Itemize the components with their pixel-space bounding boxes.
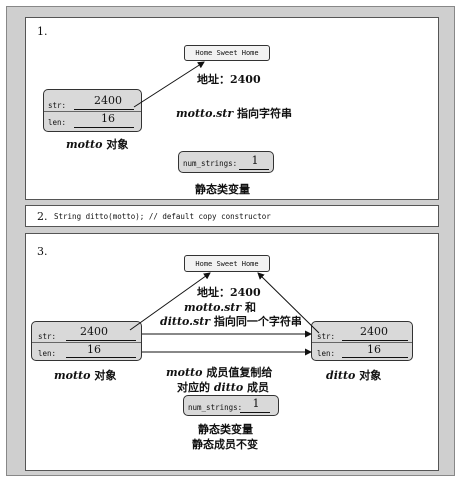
num-strings-underline-3 [240,412,270,413]
motto-str-label: str: [48,101,67,110]
panel-2-number: 2. [37,210,48,223]
motto-str-label-3: str: [38,332,57,341]
static-caption-3-line-2: 静态成员不变 [192,438,258,451]
copy-caption-text-1: 成员值复制给 [202,366,273,379]
ditto-str-label: str: [317,332,336,341]
motto-object-caption: motto 对象 [66,136,128,152]
pointer-caption: motto.str 指向字符串 [176,105,292,121]
num-strings-underline [239,169,269,170]
copy-caption-var-2: ditto [213,381,244,394]
shared-caption-text-1: 和 [241,301,257,314]
motto-len-label-3: len: [38,349,57,358]
ditto-len-underline [342,357,408,358]
motto-str-value: 2400 [94,94,122,107]
static-var-box: num_strings: 1 [178,151,274,173]
panel-1-arrows [133,61,205,108]
panel-3-string-box: Home Sweet Home [184,255,270,272]
num-strings-value-3: 1 [252,397,260,410]
motto-caption-var: motto [66,138,103,151]
num-strings-value: 1 [251,154,259,167]
motto-len-underline [74,127,134,128]
figure-frame: 1. Home Sweet Home 地址：2400 str: 2400 len… [6,6,455,476]
static-var-box-3: num_strings: 1 [183,395,279,416]
copy-caption-var-1: motto [166,366,203,379]
motto-len-underline-3 [66,357,136,358]
shared-caption-var-1: motto.str [184,301,242,314]
motto-str-underline [74,109,134,110]
motto-object-box-copy: str: 2400 len: 16 [31,321,142,361]
ditto-object-box: str: 2400 len: 16 [311,321,413,361]
num-strings-label: num_strings: [183,159,238,168]
pointer-caption-text: 指向字符串 [233,107,293,120]
ditto-caption-var: ditto [326,369,356,382]
panel-1: 1. Home Sweet Home 地址：2400 str: 2400 len… [25,17,439,200]
shared-caption-var-2: ditto.str [160,315,211,328]
static-var-caption: 静态类变量 [195,183,250,196]
motto-caption-suffix-3: 对象 [90,369,117,382]
copy-caption-suffix-2: 成员 [243,381,270,394]
motto-str-pointer-arrow [133,61,205,108]
motto-object-caption-3: motto 对象 [54,367,116,383]
shared-caption-text-2: 指向同一个字符串 [210,315,302,328]
motto-caption-suffix: 对象 [102,138,129,151]
static-caption-3-line-1: 静态类变量 [198,423,253,436]
panel-3-number: 3. [37,245,48,258]
panel-2: 2. String ditto(motto); // default copy … [25,205,439,227]
panel-1-address-label: 地址：2400 [197,73,261,86]
ditto-object-caption: ditto 对象 [326,367,381,383]
pointer-caption-var: motto.str [176,107,234,120]
copy-constructor-code: String ditto(motto); // default copy con… [54,212,271,221]
shared-pointer-caption-1: motto.str 和 [184,299,256,315]
motto-len-value: 16 [101,112,115,125]
motto-len-value-3: 16 [87,343,101,356]
num-strings-label-3: num_strings: [188,403,243,412]
ditto-str-underline [342,340,408,341]
ditto-to-string-arrow [257,272,320,334]
copy-caption-1: motto 成员值复制给 [166,364,272,380]
ditto-str-value: 2400 [360,325,388,338]
ditto-caption-suffix: 对象 [355,369,382,382]
copy-caption-2: 对应的 ditto 成员 [177,379,269,395]
panel-1-string-box: Home Sweet Home [184,45,270,61]
motto-to-string-arrow [129,272,211,331]
ditto-len-value: 16 [367,343,381,356]
ditto-field-divider [312,342,412,343]
panel-3-address-label: 地址：2400 [197,286,261,299]
panel-3: 3. Home Sweet Home 地址：2400 motto.str 和 d… [25,233,439,471]
panel-3-arrows [129,272,320,356]
motto-field-divider [44,111,141,112]
motto-object-box: str: 2400 len: 16 [43,89,142,132]
motto-caption-var-3: motto [54,369,91,382]
shared-pointer-caption-2: ditto.str 指向同一个字符串 [160,313,302,329]
motto-len-label: len: [48,118,67,127]
motto-field-divider-3 [32,342,141,343]
copy-caption-prefix-2: 对应的 [177,381,214,394]
motto-str-underline-3 [66,340,136,341]
ditto-len-label: len: [317,349,336,358]
motto-str-value-3: 2400 [80,325,108,338]
panel-1-number: 1. [37,25,48,38]
